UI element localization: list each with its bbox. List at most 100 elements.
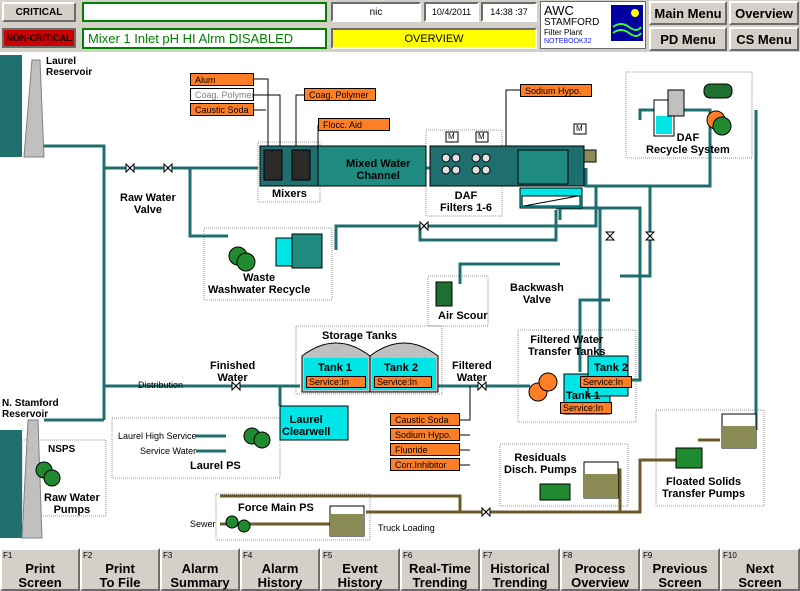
alarm-message-text: Mixer 1 Inlet pH HI Alrm DISABLED (88, 31, 294, 46)
overview-button[interactable]: Overview (729, 1, 799, 25)
filtered-water-label: Filtered Water (452, 360, 492, 384)
transfer-tank1-label: Tank 1 (566, 390, 601, 402)
waste-washwater-label[interactable]: Waste Washwater Recycle (208, 272, 311, 296)
truck-loading-label: Truck Loading (378, 523, 435, 533)
mixed-water-channel-label: Mixed Water Channel (346, 158, 411, 182)
chem-coag-polymer-2[interactable]: Coag. Polymer (304, 88, 376, 101)
daf-recycle-label[interactable]: DAF Recycle System (646, 132, 730, 156)
chem-caustic-soda-label: Caustic Soda (195, 104, 249, 115)
nsps-label: NSPS (48, 444, 76, 455)
chem-sodium-hypo-top[interactable]: Sodium Hypo. (520, 84, 592, 97)
fkey-label: Process Overview (571, 561, 629, 590)
site-text: STAMFORD (544, 17, 600, 28)
critical-alarm-button[interactable]: CRITICAL (2, 2, 76, 22)
logo-icon (611, 5, 643, 41)
time-text: 14:38 :37 (490, 7, 528, 17)
backwash-valve-label[interactable]: Backwash Valve (510, 282, 564, 306)
pd-menu-button[interactable]: PD Menu (649, 27, 727, 51)
laurel-high-service-label: Laurel High Service (118, 431, 197, 441)
air-scour-label[interactable]: Air Scour (438, 310, 488, 322)
fkey-number: F3 (163, 551, 173, 560)
process-diagram (0, 55, 765, 541)
service-status-text: Service:In (563, 403, 604, 413)
chem-caustic-soda-1[interactable]: Caustic Soda (190, 103, 254, 116)
transfer-tank1-service: Service:In (560, 402, 612, 414)
fkey-label: Alarm Summary (170, 561, 230, 590)
floated-solids-label[interactable]: Floated Solids Transfer Pumps (662, 476, 746, 500)
fkey-number: F7 (483, 551, 493, 560)
mixers-label[interactable]: Mixers (272, 188, 307, 200)
date-text: 10/4/2011 (431, 7, 472, 17)
chem-coag-polymer-label: Coag. Polymer (195, 89, 255, 100)
chem-alum-label: Alum (195, 74, 216, 85)
chem-caustic-soda-2-label: Caustic Soda (395, 414, 449, 425)
pd-menu-label: PD Menu (660, 31, 716, 47)
screen-name-field: OVERVIEW (331, 28, 537, 49)
transfer-tank2-label: Tank 2 (594, 362, 629, 374)
laurel-ps-label[interactable]: Laurel PS (190, 460, 241, 472)
noncritical-alarm-button[interactable]: NON-CRITICAL (2, 28, 76, 48)
main-menu-label: Main Menu (654, 5, 722, 21)
chem-fluoride[interactable]: Fluoride (390, 443, 460, 456)
screen-name-text: OVERVIEW (404, 32, 464, 45)
distribution-label: Distribution (138, 380, 184, 390)
chem-corr-inhibitor-label: Corr.Inhibitor (395, 459, 447, 470)
fkey-label: Next Screen (738, 561, 782, 590)
time-field: 14:38 :37 (481, 2, 537, 22)
node-text: NOTEBOOK32 (544, 38, 592, 45)
critical-label: CRITICAL (15, 6, 63, 18)
storage-tank1-service: Service:In (306, 376, 366, 388)
chem-fluoride-label: Fluoride (395, 444, 428, 455)
chem-caustic-soda-2[interactable]: Caustic Soda (390, 413, 460, 426)
laurel-reservoir-water (0, 55, 22, 157)
date-field: 10/4/2011 (424, 2, 479, 22)
residuals-label[interactable]: Residuals Disch. Pumps (504, 452, 577, 476)
chem-alum[interactable]: Alum (190, 73, 254, 86)
user-field: nic (331, 2, 421, 22)
transfer-tank2-service: Service:In (580, 376, 632, 388)
fw-transfer-label[interactable]: Filtered Water Transfer Tanks (528, 334, 606, 358)
fkey-number: F8 (563, 551, 573, 560)
chem-flocc-aid[interactable]: Flocc. Aid (318, 118, 390, 131)
raw-water-pumps-label: Raw Water Pumps (44, 492, 100, 516)
overview-label: Overview (735, 5, 793, 21)
storage-tanks-label[interactable]: Storage Tanks (322, 330, 397, 342)
fkey-number: F5 (323, 551, 333, 560)
main-menu-button[interactable]: Main Menu (649, 1, 727, 25)
plant-text: Filter Plant (544, 28, 583, 37)
critical-alarm-message (82, 2, 327, 22)
chem-corr-inhibitor[interactable]: Corr.Inhibitor (390, 458, 460, 471)
chem-sodium-hypo-2-label: Sodium Hypo. (395, 429, 452, 440)
force-main-ps-label[interactable]: Force Main PS (238, 502, 314, 514)
noncritical-label: NON-CRITICAL (6, 33, 72, 43)
user-text: nic (369, 6, 383, 18)
fkey-label: Historical Trending (490, 561, 550, 590)
org-text: AWC (544, 3, 574, 18)
finished-water-label: Finished Water (210, 360, 256, 384)
sewer-label: Sewer (190, 519, 216, 529)
service-water-label: Service Water (140, 446, 197, 456)
raw-water-valve-label[interactable]: Raw Water Valve (120, 192, 176, 216)
fkey-number: F6 (403, 551, 413, 560)
fkey-number: F1 (3, 551, 13, 560)
laurel-clearwell-label[interactable]: Laurel Clearwell (282, 414, 331, 438)
cs-menu-button[interactable]: CS Menu (729, 27, 799, 51)
motor-tag-3: M (576, 124, 583, 133)
motor-tag-2: M (478, 132, 485, 141)
chem-coag-polymer-1[interactable]: Coag. Polymer (190, 88, 255, 101)
daf-filters-label[interactable]: DAF Filters 1-6 (440, 190, 492, 214)
laurel-reservoir-label: Laurel Reservoir (46, 56, 93, 78)
fkey-number: F2 (83, 551, 93, 560)
fkey-label: Previous Screen (652, 561, 708, 590)
chem-sodium-hypo-2[interactable]: Sodium Hypo. (390, 428, 460, 441)
